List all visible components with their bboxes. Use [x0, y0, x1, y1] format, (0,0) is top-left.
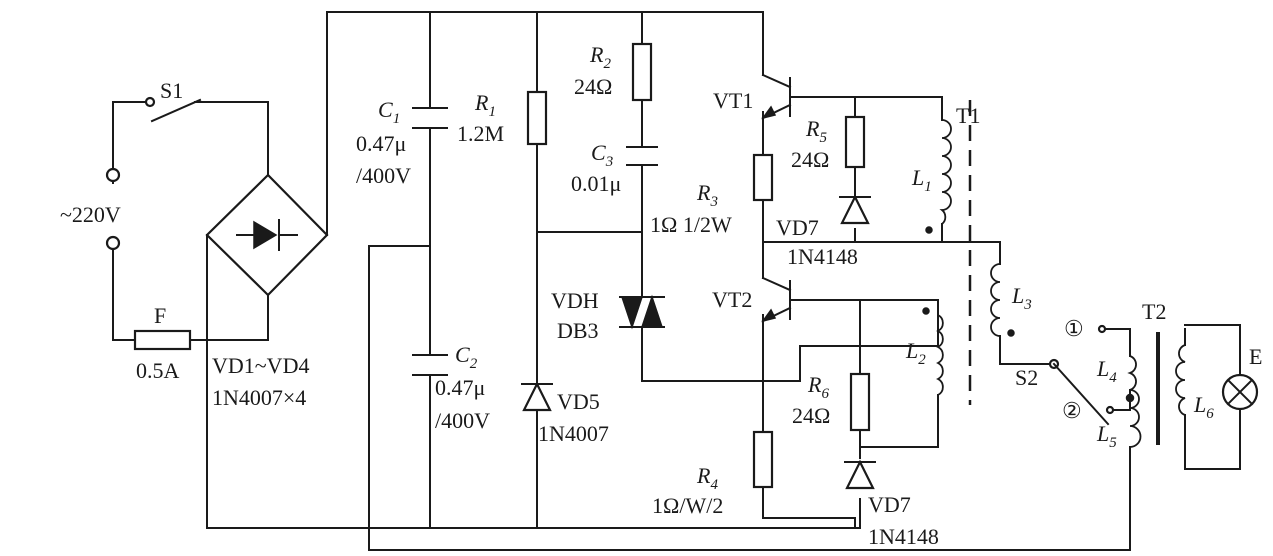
label-s2: S2 — [1015, 365, 1038, 390]
fuse-f — [133, 329, 192, 351]
label-r6-value: 24Ω — [792, 403, 830, 428]
switch-s2 — [1048, 324, 1115, 426]
label-r6-ref: R6 — [807, 372, 829, 402]
label-c1-ref: C1 — [378, 97, 400, 127]
label-l2: L2 — [905, 338, 926, 368]
label-c1-value: 0.47μ — [356, 131, 406, 156]
diode-vd7-bottom — [844, 459, 876, 490]
label-vt2: VT2 — [712, 287, 752, 312]
label-bridge-ref: VD1~VD4 — [212, 353, 309, 378]
label-vd7-top-part: 1N4148 — [787, 244, 858, 269]
label-l3: L3 — [1011, 283, 1032, 313]
label-vt1: VT1 — [713, 88, 753, 113]
label-r2-value: 24Ω — [574, 74, 612, 99]
label-r5-value: 24Ω — [791, 147, 829, 172]
resistor-r4 — [752, 430, 774, 489]
switch-s1 — [144, 96, 202, 123]
label-s2-pos1: ① — [1064, 316, 1084, 341]
label-r1-ref: R1 — [474, 90, 496, 120]
label-l5: L5 — [1096, 421, 1117, 451]
transistor-vt2 — [761, 276, 792, 323]
label-vdh-part: DB3 — [557, 318, 599, 343]
label-r4-value: 1Ω/W/2 — [652, 493, 723, 518]
inductor-l1 — [939, 119, 952, 225]
resistor-r2 — [631, 42, 653, 102]
resistor-r5 — [844, 115, 866, 169]
label-vdh-ref: VDH — [551, 288, 599, 313]
diode-vd5 — [521, 381, 553, 412]
diac-vdh — [619, 294, 665, 330]
ac-terminal-top — [105, 167, 121, 183]
label-l1: L1 — [911, 165, 932, 195]
transistor-vt1 — [761, 73, 792, 120]
inductor-l2 — [936, 314, 944, 396]
dot-l1 — [925, 226, 933, 234]
label-r4-ref: R4 — [696, 463, 718, 493]
label-c3-ref: C3 — [591, 140, 613, 170]
capacitor-c1 — [412, 107, 448, 129]
label-s2-pos2: ② — [1062, 398, 1082, 423]
bridge-rectifier — [205, 173, 329, 297]
capacitor-c2 — [412, 354, 448, 376]
label-fuse-rating: 0.5A — [136, 358, 180, 383]
inductor-l3 — [990, 263, 1001, 337]
label-r3-ref: R3 — [696, 180, 718, 210]
inductor-l6 — [1175, 344, 1186, 416]
label-c1-voltage: /400V — [356, 163, 411, 188]
label-vd7-bottom-ref: VD7 — [868, 492, 911, 517]
label-t1: T1 — [956, 103, 980, 128]
label-fuse-ref: F — [154, 303, 166, 328]
inductor-l4-l5 — [1125, 355, 1142, 448]
resistor-r6 — [849, 372, 871, 432]
label-vd7-top-ref: VD7 — [776, 215, 819, 240]
label-s1: S1 — [160, 78, 183, 103]
label-vd5-ref: VD5 — [557, 389, 600, 414]
label-c2-ref: C2 — [455, 342, 478, 372]
label-c2-voltage: /400V — [435, 408, 490, 433]
label-l6: L6 — [1193, 392, 1214, 422]
dot-l2 — [922, 307, 930, 315]
label-r2-ref: R2 — [589, 42, 611, 72]
label-lamp: E — [1249, 344, 1262, 369]
label-bridge-part: 1N4007×4 — [212, 385, 306, 410]
dot-l3 — [1007, 329, 1015, 337]
ac-terminal-bottom — [105, 235, 121, 251]
label-t2: T2 — [1142, 299, 1166, 324]
label-l4: L4 — [1096, 356, 1117, 386]
lamp-e — [1221, 373, 1259, 411]
label-r3-value: 1Ω 1/2W — [650, 212, 732, 237]
label-supply-voltage: ~220V — [60, 202, 121, 227]
label-vd5-part: 1N4007 — [538, 421, 609, 446]
label-c2-value: 0.47μ — [435, 375, 485, 400]
label-c3-value: 0.01μ — [571, 171, 621, 196]
diode-vd7-top — [839, 182, 871, 225]
capacitor-c3 — [626, 146, 658, 166]
resistor-r3 — [752, 153, 774, 202]
resistor-r1 — [526, 90, 548, 146]
label-r5-ref: R5 — [805, 116, 827, 146]
label-r1-value: 1.2M — [457, 121, 504, 146]
label-vd7-bottom-part: 1N4148 — [868, 524, 939, 549]
